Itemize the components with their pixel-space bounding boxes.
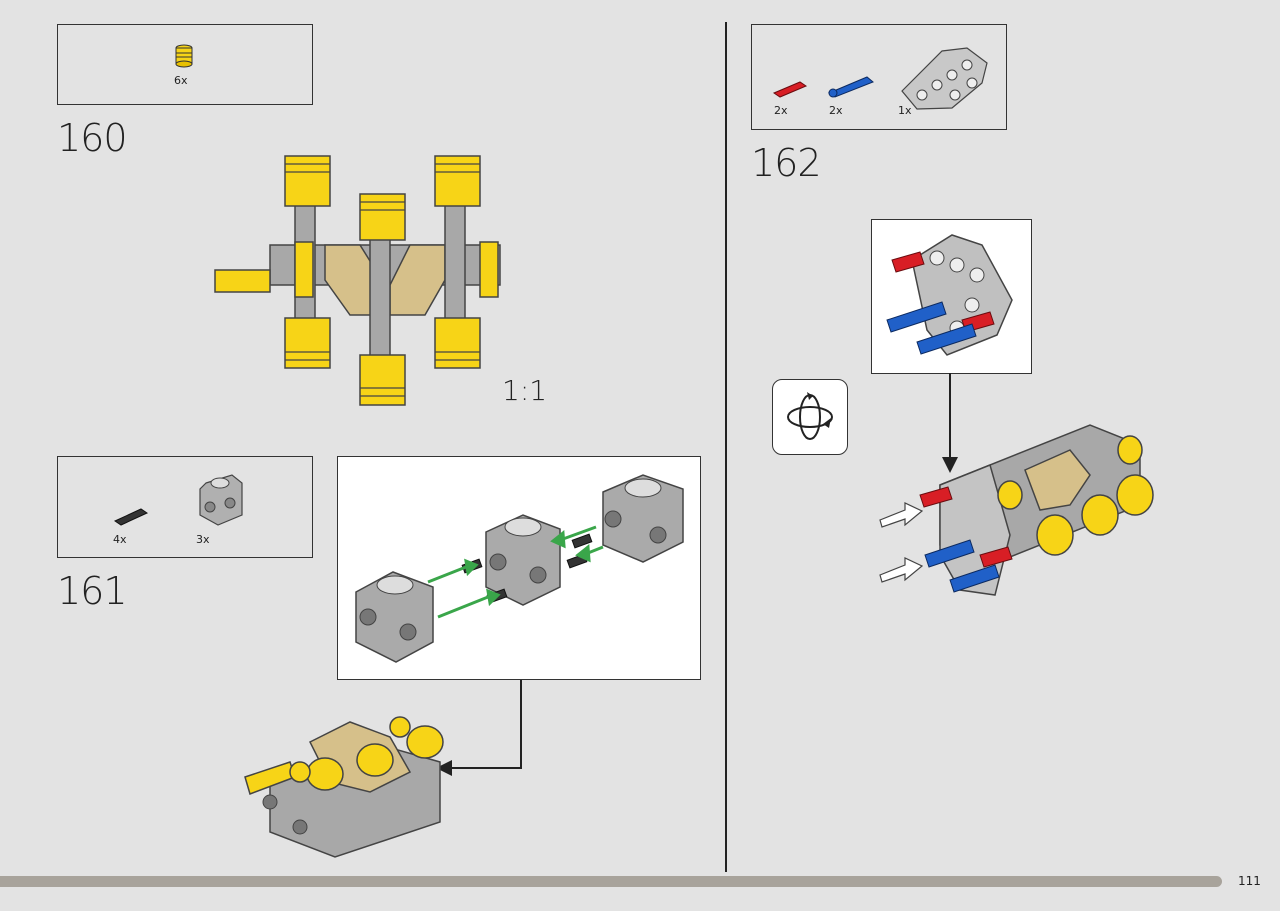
black-axle-pin-icon: [113, 508, 149, 526]
page-divider: [725, 22, 727, 872]
parts-box-step-162: 2x 2x 1x: [751, 24, 1007, 130]
engine-block-with-crankshaft-illustration: [244, 716, 444, 858]
parts-box-step-161: 4x 3x: [57, 456, 313, 558]
sub-assembly-callout: [337, 456, 701, 680]
part-qty: 1x: [898, 104, 912, 117]
red-axle-pin-icon: [772, 81, 808, 98]
part-qty: 6x: [174, 74, 188, 87]
grey-liftarm-icon: [901, 47, 988, 110]
parts-box-step-160: 6x: [57, 24, 313, 105]
part-qty: 3x: [196, 533, 210, 546]
rotate-model-icon: [772, 379, 848, 455]
footer-progress-bar: [0, 876, 1222, 887]
step-number-160: 160: [57, 116, 128, 160]
step-number-162: 162: [751, 141, 822, 185]
part-qty: 4x: [113, 533, 127, 546]
yellow-piston-icon: [175, 44, 193, 68]
grey-engine-block-icon: [199, 474, 243, 526]
step-number-161: 161: [57, 569, 128, 613]
liftarm-with-pins-illustration: [886, 234, 1013, 356]
callout-pointer-arrow: [436, 680, 522, 776]
page-number: 111: [1238, 874, 1261, 888]
part-qty: 2x: [774, 104, 788, 117]
scale-label: 1:1: [502, 374, 548, 407]
rotate-arrows-icon: [787, 392, 833, 440]
blue-pin-icon: [827, 76, 874, 98]
liftarm-callout: [871, 219, 1032, 374]
crankshaft-assembly-illustration: [214, 155, 501, 406]
part-qty: 2x: [829, 104, 843, 117]
callout-pointer-arrow: [942, 373, 958, 473]
engine-assembly-with-liftarm-illustration: [879, 424, 1154, 596]
engine-block-subassembly-illustration: [355, 474, 684, 663]
